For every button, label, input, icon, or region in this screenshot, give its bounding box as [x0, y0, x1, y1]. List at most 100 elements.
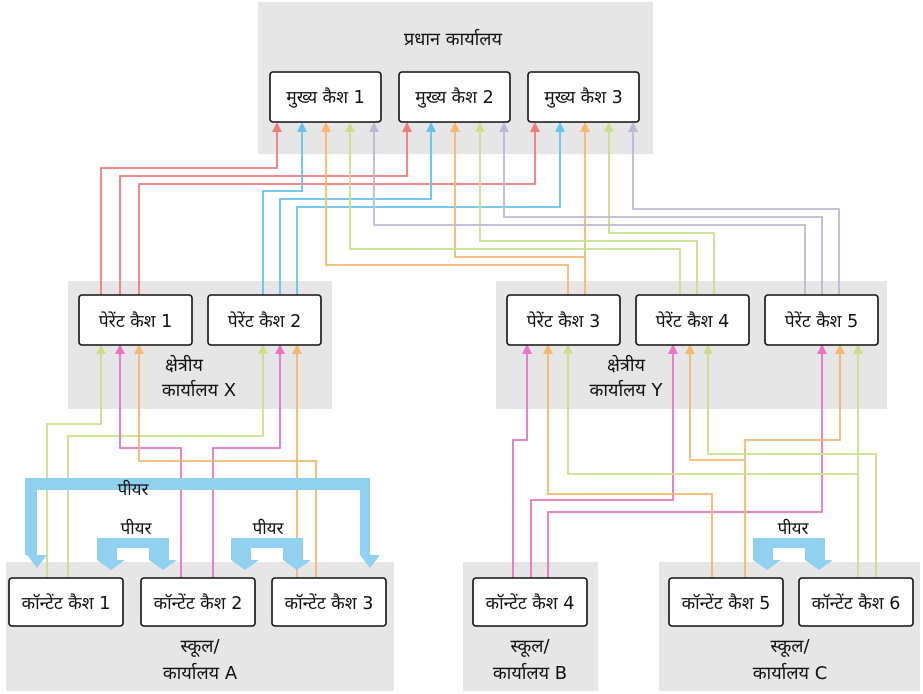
school-office-a-title-line1: स्कूल/: [180, 636, 220, 657]
arrowhead: [321, 122, 331, 132]
wire-content1-to-parent2: [67, 350, 264, 584]
wire-parent3-to-main2: [454, 128, 586, 303]
arrowhead: [668, 344, 678, 354]
peer-connector-content1-content2: [97, 538, 177, 570]
peer-label-content5-content6: पीयर: [778, 518, 810, 539]
arrowhead: [685, 344, 695, 354]
wire-parent1-to-main2: [119, 128, 408, 303]
arrowhead: [580, 122, 590, 132]
parent-cache-4-box: पेरेंट कैश 4: [635, 294, 750, 346]
arrowhead: [275, 344, 285, 354]
wire-content4-to-parent3: [512, 350, 528, 584]
parent-cache-1-label: पेरेंट कैश 1: [99, 311, 173, 332]
main-cache-2-label: मुख्य कैश 2: [415, 87, 493, 108]
content-cache-4-label: कॉन्टेंट कैश 4: [486, 593, 575, 614]
content-cache-5-box: कॉन्टेंट कैश 5: [668, 577, 784, 627]
wire-content6-to-parent3: [567, 350, 859, 584]
main-cache-1-label: मुख्य कैश 1: [286, 87, 364, 108]
content-cache-2-box: कॉन्टेंट कैश 2: [140, 577, 256, 627]
wire-content1-to-parent1: [46, 350, 102, 584]
arrowhead: [604, 122, 614, 132]
arrowhead: [853, 344, 863, 354]
arrowhead: [499, 122, 509, 132]
school-office-c-title-line1: स्कूल/: [770, 636, 810, 657]
arrowhead: [115, 344, 125, 354]
arrowhead: [426, 122, 436, 132]
wire-parent2-to-main3: [296, 128, 561, 303]
school-office-a-title-line2: कार्यालय A: [163, 662, 238, 684]
main-cache-3-label: मुख्य कैश 3: [544, 87, 622, 108]
arrowhead: [817, 344, 827, 354]
wire-parent5-to-main3: [632, 128, 840, 303]
parent-cache-5-label: पेरेंट कैश 5: [785, 311, 859, 332]
peer-label-content1-content3: पीयर: [118, 479, 150, 500]
arrowhead: [450, 122, 460, 132]
wire-content5-to-parent3: [547, 350, 713, 584]
arrowhead: [402, 122, 412, 132]
regional-office-x-title-line2: कार्यालय X: [162, 379, 236, 401]
parent-cache-2-label: पेरेंट कैश 2: [228, 311, 302, 332]
school-office-b-title-line2: कार्यालय B: [493, 662, 567, 684]
content-cache-6-label: कॉन्टेंट कैश 6: [812, 593, 901, 614]
wire-parent4-to-main3: [608, 128, 715, 303]
content-cache-3-label: कॉन्टेंट कैश 3: [285, 593, 374, 614]
arrowhead: [272, 122, 282, 132]
arrowhead: [703, 344, 713, 354]
wire-parent4-to-main1: [349, 128, 681, 303]
parent-cache-2-box: पेरेंट कैश 2: [207, 294, 322, 346]
content-cache-2-label: कॉन्टेंट कैश 2: [154, 593, 243, 614]
wire-content4-to-parent5: [547, 350, 823, 584]
content-cache-4-box: कॉन्टेंट कैश 4: [472, 577, 588, 627]
parent-cache-5-box: पेरेंट कैश 5: [764, 294, 879, 346]
regional-office-y-title-line1: क्षेत्रीय: [607, 354, 646, 376]
arrowhead: [543, 344, 553, 354]
peer-label-content1-content2: पीयर: [121, 518, 153, 539]
content-cache-3-box: कॉन्टेंट कैश 3: [271, 577, 387, 627]
peer-connectors: पीयर पीयर पीयर पीयर: [25, 478, 833, 570]
arrowhead: [835, 344, 845, 354]
regional-office-x-title-line1: क्षेत्रीय: [165, 354, 204, 376]
main-cache-1-box: मुख्य कैश 1: [269, 71, 382, 123]
arrowhead: [563, 344, 573, 354]
arrowhead: [297, 122, 307, 132]
wire-content6-to-parent4: [707, 350, 877, 584]
main-cache-3-box: मुख्य कैश 3: [527, 71, 640, 123]
arrowhead: [345, 122, 355, 132]
content-cache-5-label: कॉन्टेंट कैश 5: [682, 593, 771, 614]
parent-cache-3-label: पेरेंट कैश 3: [527, 311, 601, 332]
main-cache-2-box: मुख्य कैश 2: [398, 71, 511, 123]
arrowhead: [475, 122, 485, 132]
peer-connector-content2-content3: [231, 538, 311, 570]
wire-content2-to-parent1: [119, 350, 182, 584]
arrowhead: [134, 344, 144, 354]
wire-content5-to-parent5: [744, 350, 841, 460]
arrowhead: [555, 122, 565, 132]
wire-parent5-to-main2: [503, 128, 823, 303]
connection-lines: [46, 128, 877, 584]
peer-connector-content1-content3: [25, 478, 380, 568]
content-cache-6-box: कॉन्टेंट कैश 6: [798, 577, 914, 627]
arrowhead: [522, 344, 532, 354]
wire-parent2-to-main2: [279, 128, 432, 303]
wire-parent3-to-main1: [325, 128, 569, 303]
parent-cache-4-label: पेरेंट कैश 4: [656, 311, 730, 332]
arrowhead: [530, 122, 540, 132]
wire-content2-to-parent2: [212, 350, 281, 584]
wire-content5-to-parent4: [689, 350, 746, 584]
parent-cache-1-box: पेरेंट कैश 1: [78, 294, 193, 346]
head-office-title: प्रधान कार्यालय: [404, 28, 502, 50]
peer-label-content2-content3: पीयर: [253, 518, 285, 539]
content-cache-1-label: कॉन्टेंट कैश 1: [22, 593, 111, 614]
regional-office-y-title-line2: कार्यालय Y: [590, 379, 664, 401]
school-office-c-title-line2: कार्यालय C: [753, 662, 828, 684]
wire-parent1-to-main3: [138, 128, 536, 303]
peer-connector-content5-content6: [753, 538, 833, 570]
school-office-b-title-line1: स्कूल/: [510, 636, 550, 657]
parent-cache-3-box: पेरेंट कैश 3: [506, 294, 621, 346]
wire-parent2-to-main1: [262, 128, 303, 303]
arrowhead: [369, 122, 379, 132]
wire-content3-to-parent1: [138, 350, 317, 584]
content-cache-1-box: कॉन्टेंट कैश 1: [8, 577, 124, 627]
wire-parent1-to-main1: [100, 128, 278, 303]
